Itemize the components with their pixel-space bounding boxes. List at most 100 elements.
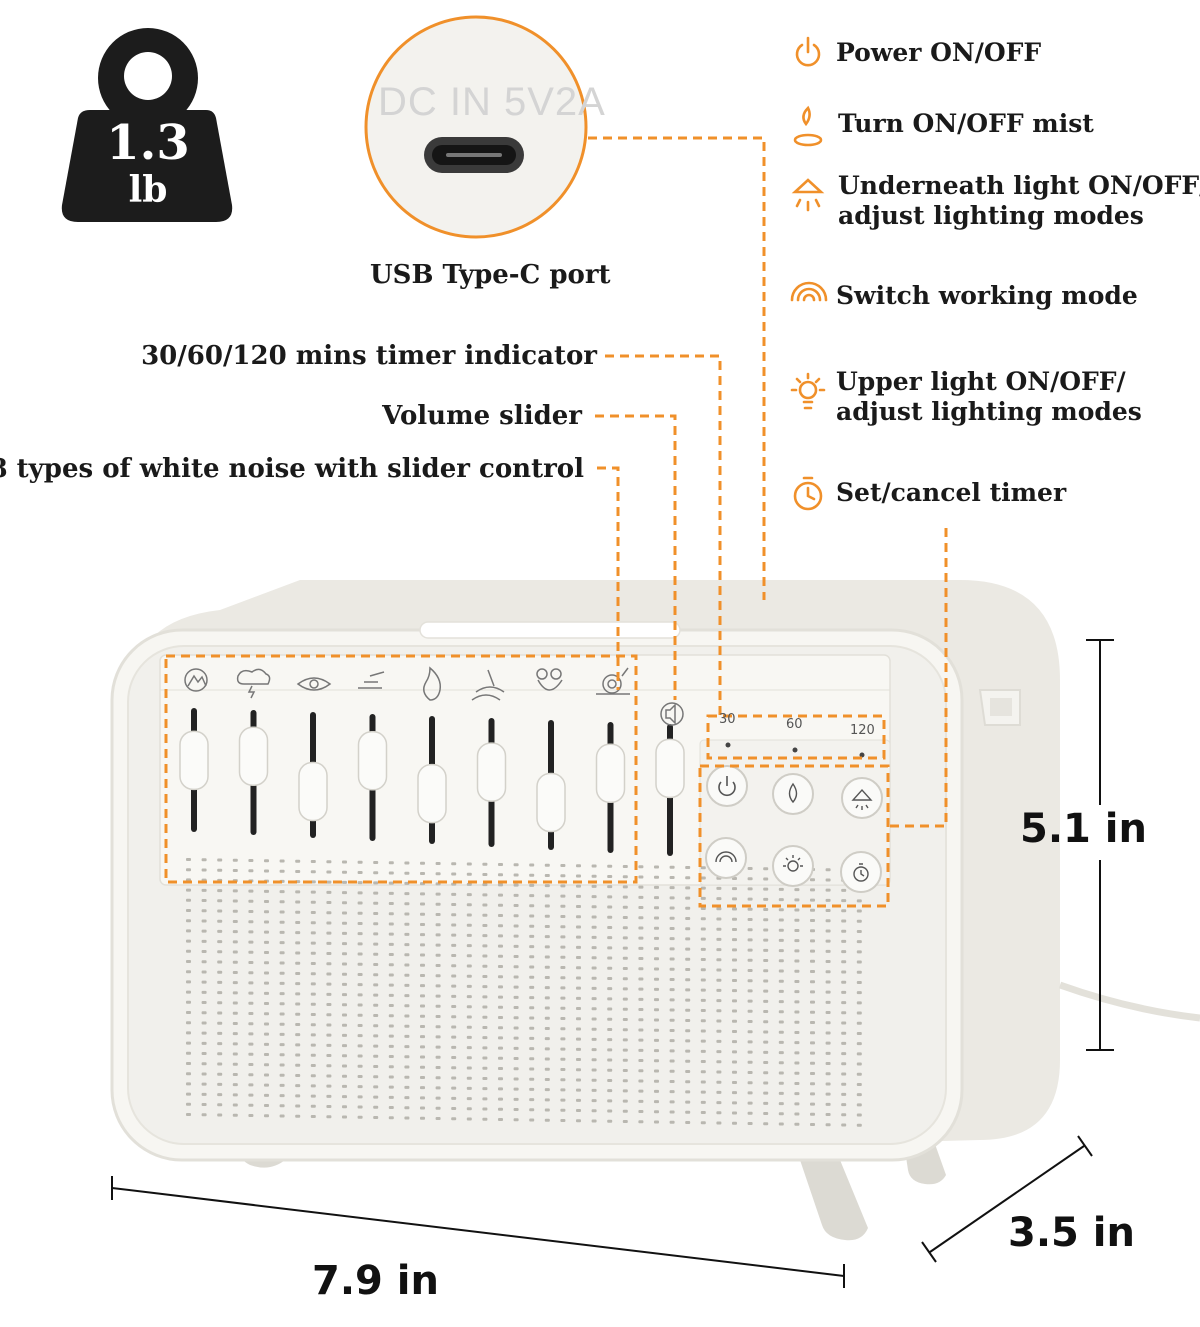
grille-hole bbox=[638, 1120, 644, 1124]
grille-hole bbox=[373, 871, 379, 875]
grille-hole bbox=[856, 1021, 862, 1025]
grille-hole bbox=[217, 1042, 223, 1046]
grille-hole bbox=[716, 1060, 722, 1064]
grille-hole bbox=[498, 1036, 503, 1040]
grille-hole bbox=[825, 909, 831, 913]
grille-hole bbox=[732, 927, 737, 931]
grille-hole bbox=[763, 1061, 769, 1065]
grille-hole bbox=[513, 995, 519, 999]
grille-hole bbox=[810, 888, 815, 892]
grille-hole bbox=[544, 945, 550, 949]
grille-hole bbox=[326, 870, 332, 874]
grille-hole bbox=[498, 954, 503, 958]
grille-hole bbox=[420, 953, 425, 957]
grille-hole bbox=[186, 939, 191, 943]
grille-hole bbox=[420, 912, 425, 916]
grille-hole bbox=[638, 987, 644, 991]
grille-hole bbox=[186, 1082, 191, 1086]
grille-hole bbox=[357, 972, 363, 976]
grille-hole bbox=[232, 1113, 238, 1117]
grille-hole bbox=[420, 973, 425, 977]
grille-hole bbox=[217, 1082, 223, 1086]
grille-hole bbox=[747, 1009, 753, 1013]
device-body bbox=[110, 580, 1200, 1162]
grille-hole bbox=[654, 1059, 659, 1063]
device-mode-button[interactable] bbox=[705, 837, 747, 879]
noise-slider-knob[interactable] bbox=[536, 772, 566, 833]
grille-hole bbox=[232, 940, 238, 944]
grille-hole bbox=[279, 1083, 285, 1087]
grille-hole bbox=[310, 1033, 316, 1037]
noise-slider-knob[interactable] bbox=[298, 761, 328, 822]
grille-hole bbox=[295, 1033, 301, 1037]
grille-hole bbox=[700, 937, 706, 941]
grille-hole bbox=[420, 963, 425, 967]
grille-hole bbox=[841, 1041, 847, 1045]
grille-hole bbox=[373, 1075, 379, 1079]
grille-hole bbox=[794, 1000, 800, 1004]
grille-hole bbox=[326, 992, 332, 996]
device-under-light-button[interactable] bbox=[841, 777, 883, 819]
grille-hole bbox=[685, 1070, 691, 1073]
grille-hole bbox=[388, 983, 394, 987]
grille-hole bbox=[700, 1019, 706, 1023]
grille-hole bbox=[576, 966, 581, 970]
noise-slider-knob[interactable] bbox=[238, 726, 269, 786]
grille-hole bbox=[607, 925, 613, 929]
grille-hole bbox=[435, 862, 441, 865]
grille-hole bbox=[841, 1001, 847, 1005]
device-timer-button[interactable] bbox=[840, 851, 882, 893]
grille-hole bbox=[716, 1039, 722, 1043]
grille-hole bbox=[591, 1068, 597, 1072]
grille-hole bbox=[638, 1089, 644, 1093]
grille-hole bbox=[388, 932, 394, 936]
grille-hole bbox=[201, 888, 207, 892]
grille-hole bbox=[388, 1004, 394, 1008]
grille-hole bbox=[732, 1121, 737, 1125]
grille-hole bbox=[217, 899, 223, 903]
grille-hole bbox=[310, 972, 316, 976]
noise-slider-knob[interactable] bbox=[417, 763, 447, 824]
grille-hole bbox=[529, 1067, 535, 1071]
grille-hole bbox=[310, 1094, 316, 1098]
grille-hole bbox=[700, 947, 706, 951]
noise-slider-knob[interactable] bbox=[476, 742, 507, 802]
noise-slider-knob[interactable] bbox=[595, 743, 626, 804]
grille-hole bbox=[732, 1091, 737, 1095]
grille-hole bbox=[669, 1120, 675, 1124]
grille-hole bbox=[607, 1048, 613, 1052]
grille-hole bbox=[732, 907, 737, 911]
weight-unit: lb bbox=[128, 169, 168, 211]
grille-hole bbox=[841, 980, 847, 984]
grille-hole bbox=[513, 873, 519, 877]
noise-slider-knob[interactable] bbox=[179, 730, 209, 791]
device-upper-light-button[interactable] bbox=[772, 845, 814, 887]
grille-hole bbox=[404, 1014, 410, 1018]
grille-hole bbox=[669, 947, 675, 951]
grille-hole bbox=[435, 902, 441, 906]
grille-hole bbox=[201, 970, 207, 974]
device-mist-button[interactable] bbox=[772, 773, 814, 815]
grille-hole bbox=[264, 1063, 269, 1067]
grille-hole bbox=[607, 1068, 613, 1072]
noise-slider-knob[interactable] bbox=[357, 731, 388, 791]
grille-hole bbox=[513, 1097, 519, 1101]
grille-hole bbox=[700, 1080, 706, 1084]
grille-hole bbox=[466, 974, 472, 978]
grille-hole bbox=[607, 946, 613, 950]
grille-hole bbox=[482, 872, 488, 876]
grille-hole bbox=[747, 1081, 753, 1085]
grille-hole bbox=[560, 1047, 566, 1051]
grille-hole bbox=[279, 1012, 285, 1016]
volume-slider-knob[interactable] bbox=[655, 738, 685, 799]
grille-hole bbox=[357, 1054, 363, 1058]
grille-hole bbox=[685, 1049, 691, 1053]
grille-hole bbox=[420, 1004, 425, 1008]
grille-hole bbox=[685, 957, 691, 961]
device-power-button[interactable] bbox=[706, 765, 748, 807]
grille-hole bbox=[622, 956, 628, 960]
grille-hole bbox=[825, 1072, 831, 1076]
grille-hole bbox=[498, 873, 503, 877]
grille-hole bbox=[326, 1115, 332, 1119]
grille-hole bbox=[451, 1025, 457, 1029]
